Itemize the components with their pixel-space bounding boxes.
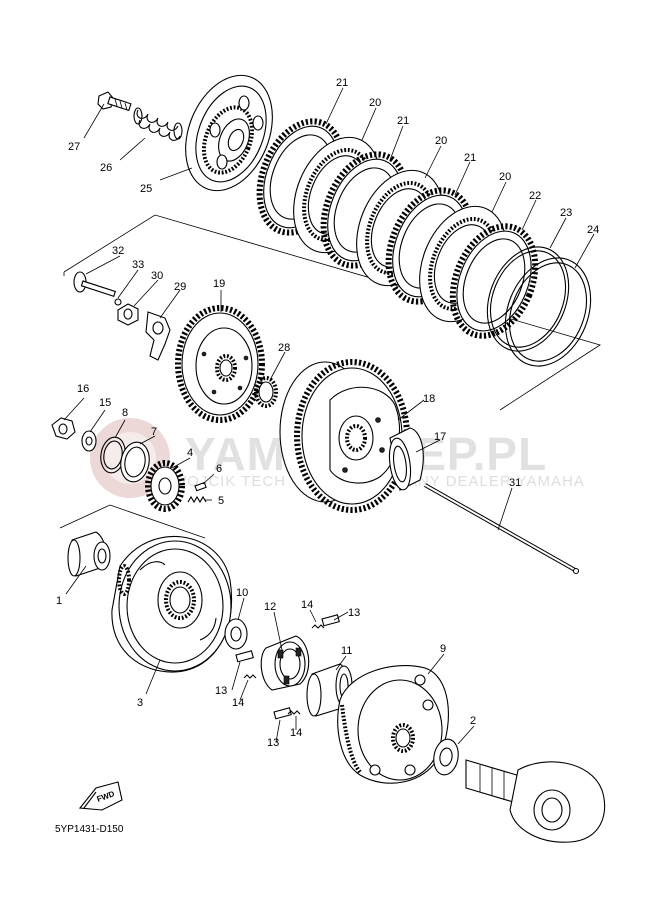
callout-31: 31 bbox=[509, 477, 521, 489]
callout-3: 3 bbox=[137, 697, 143, 709]
callout-30: 30 bbox=[151, 270, 163, 282]
callout-29: 29 bbox=[174, 281, 186, 293]
callout-19: 19 bbox=[213, 278, 225, 290]
callout-labels: 27 26 25 21 20 21 20 21 20 22 23 24 32 3… bbox=[56, 77, 599, 749]
fwd-arrow-icon: FWD bbox=[78, 781, 123, 811]
callout-1: 1 bbox=[56, 595, 62, 607]
callout-13b: 13 bbox=[348, 607, 360, 619]
part-24-cushion-seat bbox=[504, 257, 592, 367]
part-13-roller-1 bbox=[235, 650, 254, 663]
part-14-spring-3 bbox=[287, 710, 301, 715]
part-6-pin bbox=[194, 481, 207, 492]
part-15-washer bbox=[81, 430, 97, 452]
part-26-spring bbox=[133, 107, 183, 141]
part-14-spring-1 bbox=[243, 674, 257, 679]
callout-17: 17 bbox=[434, 431, 446, 443]
callout-8: 8 bbox=[122, 407, 128, 419]
callout-13a: 13 bbox=[215, 685, 227, 697]
part-4-gear bbox=[145, 460, 185, 512]
callout-4: 4 bbox=[187, 447, 193, 459]
callout-22: 22 bbox=[529, 190, 541, 202]
part-9-clutch-carrier bbox=[337, 665, 449, 784]
part-19-clutch-boss bbox=[175, 305, 265, 423]
callout-2: 2 bbox=[470, 715, 476, 727]
part-7-thrust-washer bbox=[120, 441, 150, 483]
callout-24: 24 bbox=[587, 224, 599, 236]
callout-15: 15 bbox=[99, 397, 111, 409]
callout-5: 5 bbox=[218, 495, 224, 507]
callout-11: 11 bbox=[341, 645, 352, 657]
callout-9: 9 bbox=[440, 643, 446, 655]
part-29-lock-washer bbox=[145, 311, 171, 361]
part-10-washer bbox=[224, 618, 248, 650]
callout-33: 33 bbox=[132, 259, 144, 271]
part-2-washer bbox=[433, 738, 459, 776]
callout-14c: 14 bbox=[290, 727, 302, 739]
callout-13c: 13 bbox=[267, 737, 279, 749]
callout-6: 6 bbox=[216, 463, 222, 475]
part-3-clutch-drum bbox=[111, 535, 233, 673]
callout-21c: 21 bbox=[464, 152, 476, 164]
part-28-spline-washer bbox=[254, 376, 278, 408]
part-18-clutch-housing bbox=[279, 359, 410, 513]
callout-14a: 14 bbox=[232, 697, 244, 709]
callout-21b: 21 bbox=[397, 115, 409, 127]
callout-16: 16 bbox=[77, 383, 89, 395]
part-13-roller-2 bbox=[321, 614, 340, 627]
callout-27: 27 bbox=[68, 141, 80, 153]
part-25-pressure-plate bbox=[185, 74, 273, 192]
callout-26: 26 bbox=[100, 162, 112, 174]
callout-21a: 21 bbox=[336, 77, 348, 89]
part-5-spring bbox=[187, 495, 207, 504]
callout-12: 12 bbox=[264, 601, 276, 613]
callout-23: 23 bbox=[560, 207, 572, 219]
callout-18: 18 bbox=[423, 393, 435, 405]
leader-lines bbox=[63, 87, 595, 745]
diagram-code: 5YP1431-D150 bbox=[55, 824, 124, 835]
part-12-one-way-cage bbox=[260, 635, 310, 691]
part-16-nut bbox=[51, 417, 76, 440]
part-31-long-push-rod bbox=[424, 483, 580, 575]
part-33-ball bbox=[114, 298, 122, 306]
callout-10: 10 bbox=[236, 587, 248, 599]
callout-20c: 20 bbox=[499, 171, 511, 183]
callout-20a: 20 bbox=[369, 97, 381, 109]
part-14-spring-2 bbox=[311, 624, 325, 629]
callout-32: 32 bbox=[112, 245, 124, 257]
callout-28: 28 bbox=[278, 342, 290, 354]
callout-7: 7 bbox=[151, 426, 157, 438]
callout-20b: 20 bbox=[435, 135, 447, 147]
part-1-needle-bearing bbox=[67, 531, 111, 577]
part-32-push-rod bbox=[73, 271, 117, 297]
crankshaft bbox=[465, 759, 606, 843]
callout-14b: 14 bbox=[301, 599, 313, 611]
part-30-nut bbox=[117, 303, 139, 326]
part-27-bolt bbox=[97, 91, 132, 112]
part-17-spacer bbox=[388, 427, 424, 491]
callout-25: 25 bbox=[140, 183, 152, 195]
